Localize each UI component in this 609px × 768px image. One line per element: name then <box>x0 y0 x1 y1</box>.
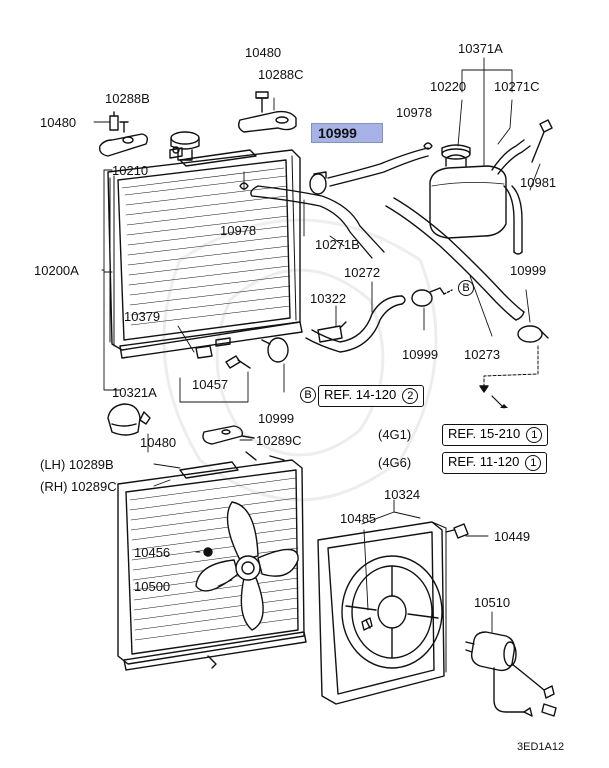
bolt-10981 <box>531 119 553 163</box>
label-10210: 10210 <box>112 163 149 178</box>
bracket-10288b <box>98 121 149 157</box>
ref-15-210-text: REF. 15-210 <box>448 426 521 441</box>
clamp-10978-upper <box>423 142 433 150</box>
cooling-fan <box>195 501 299 631</box>
ref-11-120-text: REF. 11-120 <box>448 454 520 469</box>
label-10456: 10456 <box>134 545 171 560</box>
label-10220: 10220 <box>430 79 467 94</box>
label-10480-top: 10480 <box>245 45 282 60</box>
lower-leader-lines <box>147 433 493 633</box>
label-10379: 10379 <box>124 309 161 324</box>
label-10485: 10485 <box>340 511 377 526</box>
radiator-cap <box>170 131 200 161</box>
diagram-code: 3ED1A12 <box>517 741 565 753</box>
label-10510: 10510 <box>474 595 511 610</box>
label-10480-bottom: 10480 <box>140 435 177 450</box>
ref-14-120-text: REF. 14-120 <box>324 387 397 402</box>
label-10978-upper: 10978 <box>396 105 433 120</box>
label-10271c: 10271C <box>494 79 540 94</box>
clamp-10978-lower <box>239 182 249 190</box>
label-10289c-mid: 10289C <box>256 433 302 448</box>
label-10371a: 10371A <box>458 41 503 56</box>
ref-arrow <box>479 345 539 409</box>
overflow-hose <box>327 147 429 187</box>
fan-motor <box>465 631 557 717</box>
label-10457: 10457 <box>192 377 229 392</box>
label-10500: 10500 <box>134 579 171 594</box>
ref-14-120[interactable]: REF. 14-120 2 <box>318 385 425 407</box>
nut-10456 <box>203 547 213 557</box>
fan-shroud <box>317 521 447 705</box>
hose-clamp-10999-right <box>517 325 549 343</box>
label-10449: 10449 <box>494 529 531 544</box>
ref-15-210-num: 1 <box>526 427 543 443</box>
ref-11-120[interactable]: REF. 11-120 1 <box>442 452 548 474</box>
leader-lines <box>93 57 541 403</box>
label-10978-lower: 10978 <box>220 223 257 238</box>
hose-b-marker: B <box>458 280 474 296</box>
watermark <box>162 218 438 502</box>
label-10999-lower: 10999 <box>258 411 295 426</box>
ref-14-120-num: 2 <box>402 388 419 404</box>
label-10480-left: 10480 <box>40 115 77 130</box>
drain-plug <box>317 321 347 343</box>
hose-clamp-10999-upper <box>309 171 327 195</box>
label-10289c-rh: (RH) 10289C <box>40 479 117 494</box>
label-10999-right: 10999 <box>510 263 547 278</box>
sensor-10457 <box>195 337 251 369</box>
label-10981: 10981 <box>520 175 557 190</box>
bolt-10480-left <box>109 111 119 131</box>
label-10289b-lh: (LH) 10289B <box>40 457 114 472</box>
upper-hose <box>250 185 385 259</box>
ref-4g6-prefix: (4G6) <box>378 455 412 470</box>
label-10200a: 10200A <box>34 263 79 278</box>
ref-15-210[interactable]: REF. 15-210 1 <box>442 424 549 446</box>
label-10273: 10273 <box>464 347 501 362</box>
bolt-10449 <box>445 523 469 539</box>
ref-b-marker: B <box>300 387 316 403</box>
label-10321a: 10321A <box>112 385 157 400</box>
bracket-10289c-mid <box>202 425 255 445</box>
label-10322: 10322 <box>310 291 347 306</box>
label-10324: 10324 <box>384 487 421 502</box>
label-10288b: 10288B <box>105 91 150 106</box>
highlighted-part-10999[interactable]: 10999 <box>311 123 383 143</box>
reserve-tank <box>429 139 531 255</box>
hose-clamp-10999-mid <box>411 287 453 307</box>
radiator-upper <box>107 146 303 359</box>
bracket-10289b <box>107 403 151 436</box>
label-10288c: 10288C <box>258 67 304 82</box>
lower-hose-10273 <box>385 197 525 321</box>
hose-clamp-10999-lower <box>261 337 289 363</box>
label-10999-mid: 10999 <box>402 347 439 362</box>
label-10272: 10272 <box>344 265 381 280</box>
ref-4g1-prefix: (4G1) <box>378 427 412 442</box>
lower-hose-10272 <box>305 295 406 353</box>
ref-11-120-num: 1 <box>525 455 542 471</box>
label-10271b: 10271B <box>315 237 360 252</box>
bracket-10288c <box>237 91 297 133</box>
